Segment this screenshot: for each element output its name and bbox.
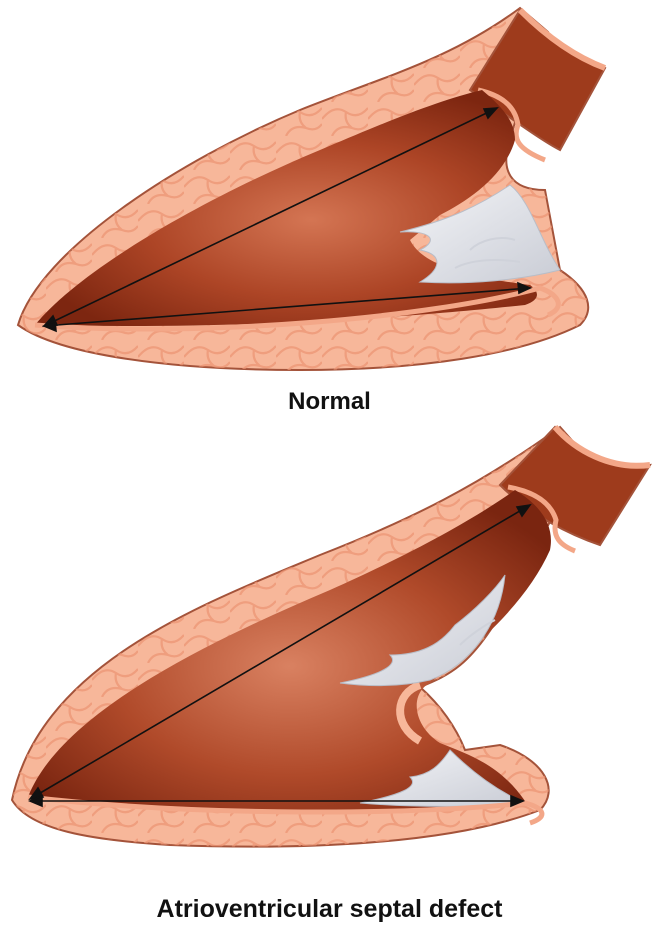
panel-normal: Normal: [0, 0, 659, 425]
caption-normal: Normal: [0, 388, 659, 416]
panel-avsd: Atrioventricular septal defect: [0, 425, 659, 929]
caption-avsd: Atrioventricular septal defect: [0, 895, 659, 924]
normal-heart-illustration: [0, 0, 659, 425]
avsd-heart-illustration: [0, 425, 659, 895]
